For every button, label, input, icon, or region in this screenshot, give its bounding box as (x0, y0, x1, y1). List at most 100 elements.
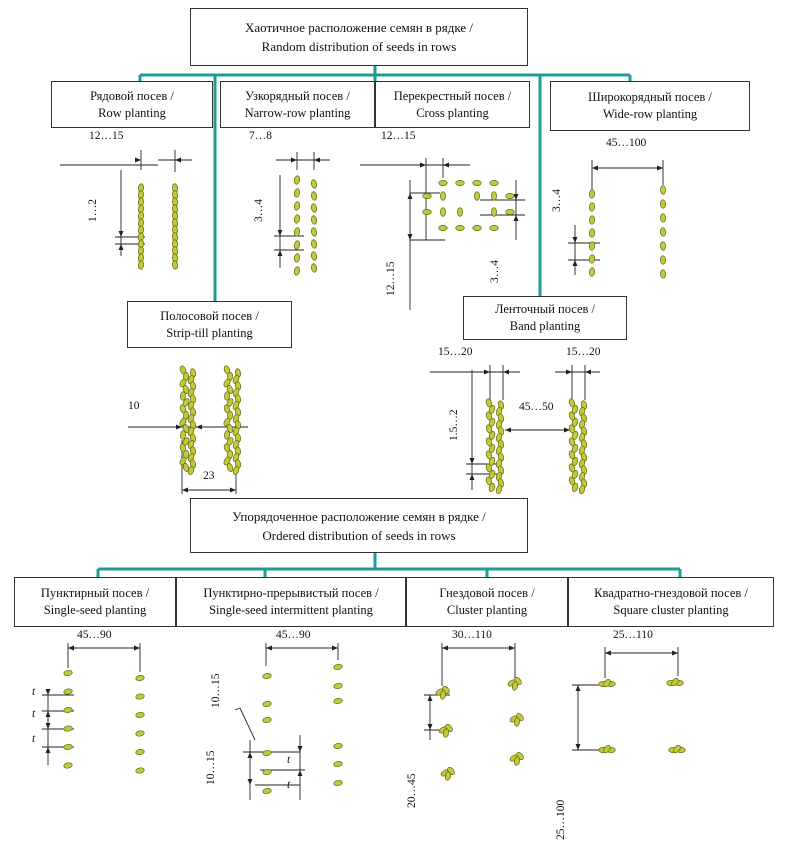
cluster-width-label: 30…110 (452, 629, 492, 641)
dimension-arrow (585, 369, 591, 375)
dimension-arrow (297, 746, 303, 752)
seed-mark (660, 241, 666, 251)
dimension-arrow (469, 474, 475, 480)
seed-mark (422, 193, 432, 199)
seed-mark (457, 207, 463, 217)
seed-mark (489, 225, 499, 231)
square-width-label: 25…110 (613, 629, 653, 641)
seed-mark (671, 677, 679, 687)
dimension-arrow (332, 645, 338, 651)
seed-mark (135, 693, 145, 700)
seed-mark (333, 697, 343, 705)
seed-mark (660, 255, 666, 265)
seed-mark (262, 787, 272, 795)
dimension-arrow (118, 231, 124, 237)
seed-mark (63, 762, 73, 769)
seed-mark (232, 466, 240, 475)
dimension-arrow (45, 747, 51, 753)
square-cluster-planting-box: Квадратно-гнездовой посев / Square clust… (568, 577, 774, 627)
dimension-arrow (230, 487, 236, 493)
seed-mark (488, 483, 496, 492)
dimension-arrow (247, 779, 253, 785)
narrow-planting-ru: Узкорядный посев / (245, 88, 350, 103)
seed-mark (223, 456, 231, 466)
single-t-label-1: t (32, 686, 36, 698)
dimension-arrow (134, 645, 140, 651)
seed-mark (455, 225, 465, 231)
square-planting-ru: Квадратно-гнездовой посев / (594, 586, 748, 600)
dimension-arrow (277, 250, 283, 256)
ordered-header-ru: Упорядоченное расположение семян в рядке… (232, 508, 486, 524)
band-planting-box: Ленточный посев / Band planting (463, 296, 627, 340)
dimension-arrow (196, 424, 202, 430)
seed-mark (310, 227, 318, 237)
intermittent-t-label-1: t (287, 754, 291, 766)
seed-mark (603, 678, 611, 688)
dimension-arrow (509, 645, 515, 651)
seed-mark (223, 378, 231, 388)
dimension-arrow (45, 689, 51, 695)
seed-mark (226, 424, 234, 433)
seed-mark (589, 267, 595, 277)
cluster-vert-label: 20…45 (406, 773, 418, 809)
seed-mark (262, 716, 272, 724)
seed-mark (135, 730, 145, 737)
dimension-arrow (291, 157, 297, 163)
seed-mark (262, 700, 272, 708)
connector-lines (96, 66, 682, 577)
intermittent-top-label: 10…15 (210, 673, 222, 709)
seed-mark (293, 175, 301, 185)
wide-planting-ru: Широкорядный посев / (588, 90, 712, 104)
seed-mark (660, 185, 666, 195)
seed-mark (179, 378, 187, 388)
ordered-header-en: Ordered distribution of seeds in rows (262, 527, 456, 543)
seed-mark (455, 180, 465, 186)
seed-mark (293, 240, 301, 250)
seed-mark (179, 456, 187, 466)
seed-mark (138, 260, 144, 270)
dimension-line (239, 707, 256, 741)
dimension-arrow (297, 770, 303, 776)
strip-planting-ru: Полосовой посев / (160, 308, 259, 323)
random-distribution-header: Хаотичное расположение семян в рядке / R… (190, 8, 528, 66)
dimension-arrow (605, 650, 611, 656)
seed-mark (180, 430, 186, 440)
seed-mark (180, 391, 186, 401)
cluster-planting-box: Гнездовой посев / Cluster planting (406, 577, 568, 627)
seed-mark (293, 188, 301, 198)
single-t-label-2: t (32, 708, 36, 720)
dimension-arrow (407, 234, 413, 240)
narrow-planting-en: Narrow-row planting (244, 105, 351, 120)
random-header-ru: Хаотичное расположение семян в рядке / (244, 20, 474, 35)
seed-mark (589, 254, 595, 264)
seed-mark (589, 202, 595, 212)
dimension-arrow (442, 645, 448, 651)
seed-mark (472, 180, 482, 186)
single-t-label-3: t (32, 733, 36, 745)
wide-planting-en: Wide-row planting (602, 107, 698, 121)
dimension-arrow (68, 645, 74, 651)
seed-mark (187, 466, 195, 475)
seed-mark (293, 227, 301, 237)
random-header-en: Random distribution of seeds in rows (261, 39, 457, 54)
single-seed-planting-box: Пунктирный посев / Single-seed planting (14, 577, 176, 627)
seed-mark (63, 688, 73, 695)
band-step-label: 1.5…2 (448, 409, 460, 441)
seed-mark (226, 385, 234, 394)
seed-mark (310, 179, 318, 189)
seed-mark (333, 760, 343, 768)
dimension-arrow (443, 162, 449, 168)
seed-mark (262, 768, 272, 776)
dimension-arrow (427, 695, 433, 701)
dimension-arrow (572, 260, 578, 266)
seed-mark (589, 215, 595, 225)
seed-mark (513, 756, 521, 766)
seed-mark (179, 417, 187, 427)
seed-mark (310, 191, 318, 201)
dimension-arrow (420, 162, 426, 168)
seed-mark (495, 484, 503, 495)
dimension-line (234, 707, 241, 711)
seed-mark (310, 239, 318, 249)
seed-mark (310, 215, 318, 225)
seed-mark (262, 749, 272, 757)
